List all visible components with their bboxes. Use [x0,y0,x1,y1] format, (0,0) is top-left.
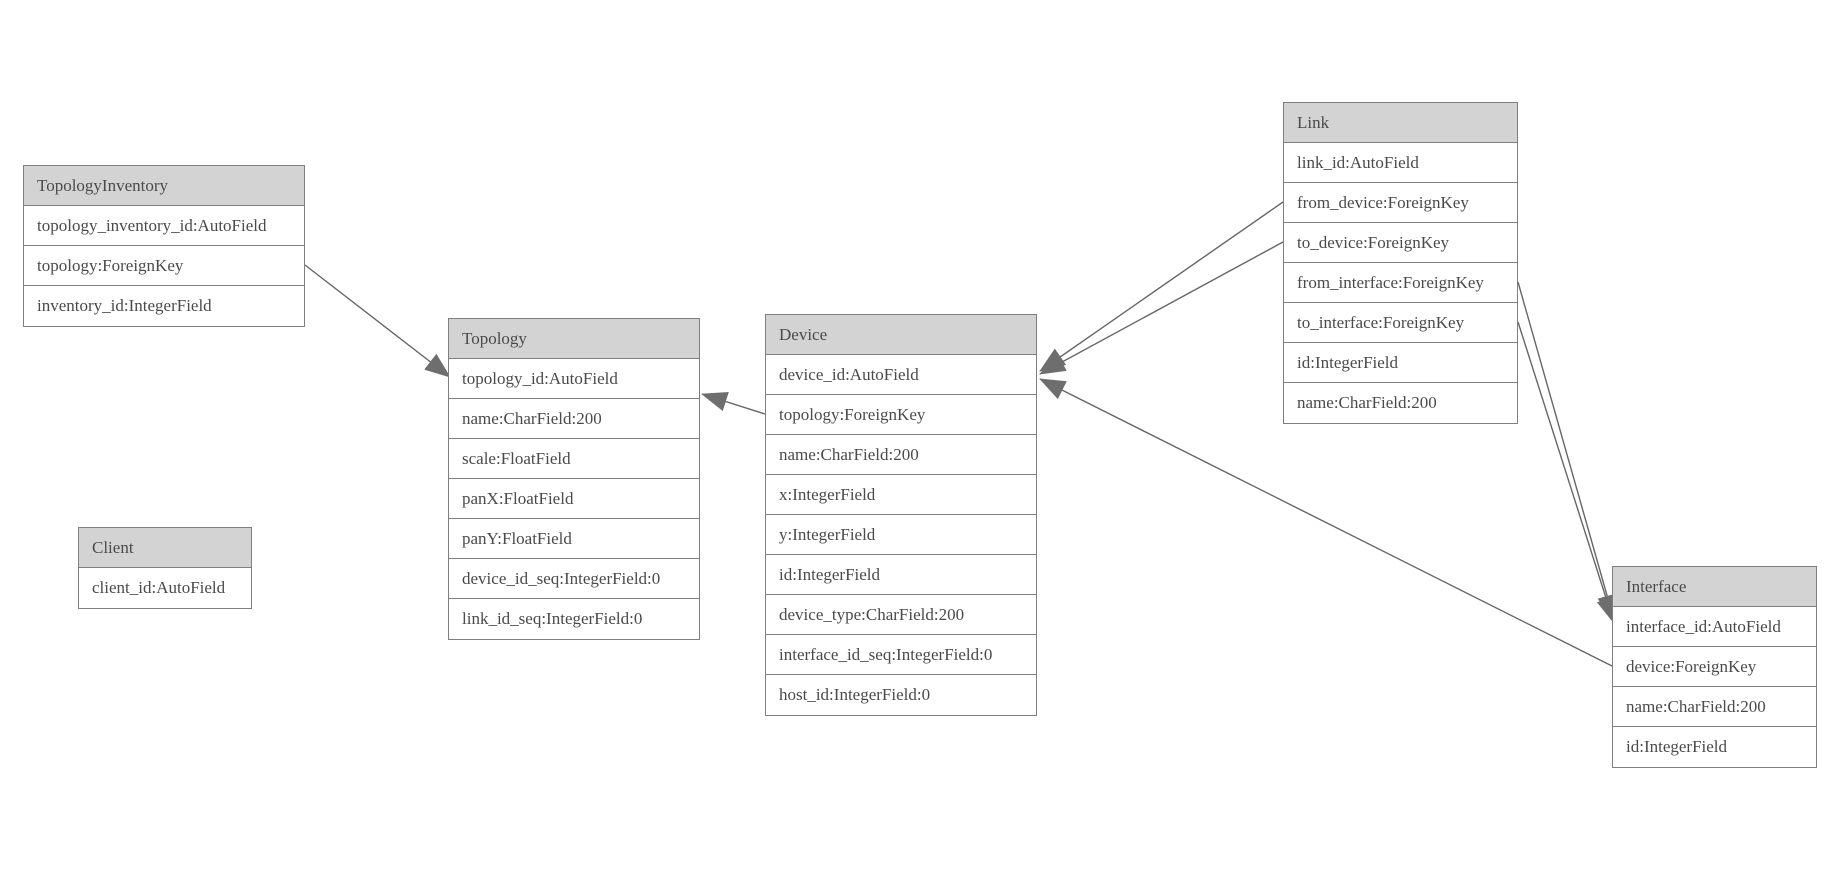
entity-topology-title: Topology [449,319,699,359]
edge-link-frominterface-interface [1517,281,1617,621]
entity-interface-field-row: id:IntegerField [1613,727,1816,767]
entity-link-field-row: link_id:AutoField [1284,143,1517,183]
entity-topology-field-row: scale:FloatField [449,439,699,479]
entity-interface-field-row: device:ForeignKey [1613,647,1816,687]
entity-link-title: Link [1284,103,1517,143]
entity-device-field-row: host_id:IntegerField:0 [766,675,1036,715]
entity-device-field-row: y:IntegerField [766,515,1036,555]
entity-topology-inventory-field-row: topology_inventory_id:AutoField [24,206,304,246]
edge-link-fromdevice-device [1039,201,1284,372]
entity-client-title: Client [79,528,251,568]
entity-topology-inventory-title: TopologyInventory [24,166,304,206]
entity-link-field-row: from_interface:ForeignKey [1284,263,1517,303]
entity-device-field-row: device_id:AutoField [766,355,1036,395]
entity-interface-field-row: name:CharField:200 [1613,687,1816,727]
entity-topology-field-row: link_id_seq:IntegerField:0 [449,599,699,639]
entity-device-title: Device [766,315,1036,355]
entity-device-field-row: id:IntegerField [766,555,1036,595]
entity-device-field-row: topology:ForeignKey [766,395,1036,435]
entity-topology-field-row: device_id_seq:IntegerField:0 [449,559,699,599]
edge-link-todevice-device [1039,241,1284,375]
entity-topology-field-row: topology_id:AutoField [449,359,699,399]
edge-link-tointerface-interface [1517,321,1616,624]
entity-device-field-row: device_type:CharField:200 [766,595,1036,635]
edge-device-topology [701,392,766,415]
entity-device-field-row: interface_id_seq:IntegerField:0 [766,635,1036,675]
entity-topology-field-row: name:CharField:200 [449,399,699,439]
entity-interface-title: Interface [1613,567,1816,607]
entity-client-field-row: client_id:AutoField [79,568,251,608]
entity-topology-field-row: panX:FloatField [449,479,699,519]
entity-link-field-row: to_interface:ForeignKey [1284,303,1517,343]
entity-link-field-row: to_device:ForeignKey [1284,223,1517,263]
entity-link-field-row: id:IntegerField [1284,343,1517,383]
entity-topology-inventory-field-row: inventory_id:IntegerField [24,286,304,326]
entity-topology-field-row: panY:FloatField [449,519,699,559]
entity-device-field-row: x:IntegerField [766,475,1036,515]
edge-topologyinventory-topology [304,264,451,378]
entity-link-field-row: name:CharField:200 [1284,383,1517,423]
entity-topology-inventory-field-row: topology:ForeignKey [24,246,304,286]
entity-link-field-row: from_device:ForeignKey [1284,183,1517,223]
entity-interface-field-row: interface_id:AutoField [1613,607,1816,647]
edge-interface-device [1039,378,1613,667]
entity-device-field-row: name:CharField:200 [766,435,1036,475]
